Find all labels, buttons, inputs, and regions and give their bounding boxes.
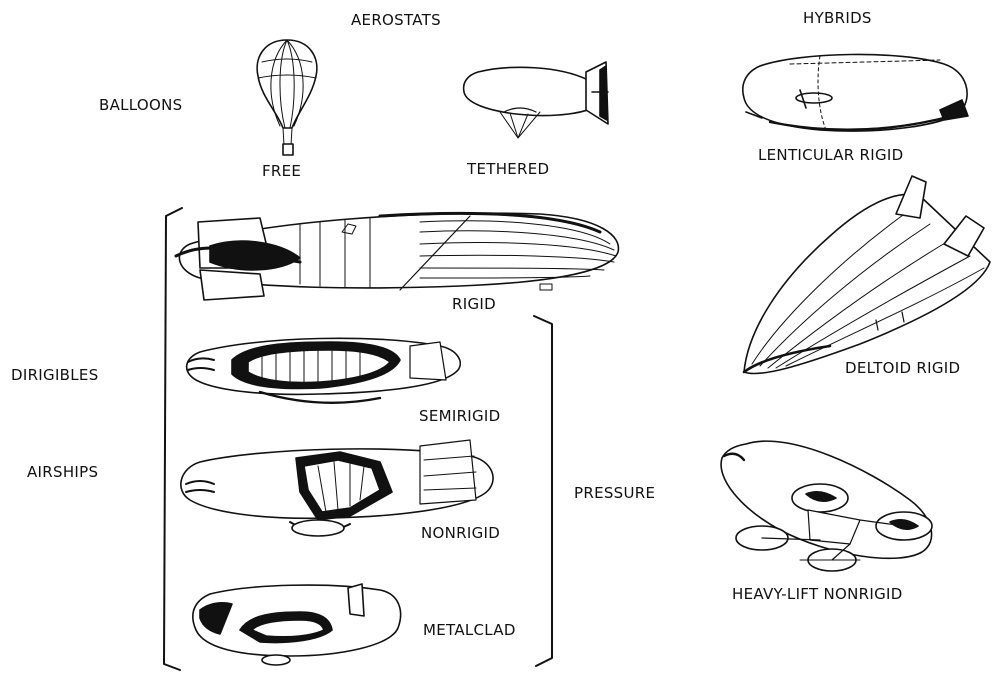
lenticular-rigid-drawing: [743, 54, 968, 131]
airships-label: AIRSHIPS: [27, 465, 98, 480]
pressure-bracket: [534, 316, 552, 666]
aerostats-header: AEROSTATS: [351, 13, 441, 28]
tethered-balloon-drawing: [464, 62, 608, 138]
dirigibles-label: DIRIGIBLES: [11, 368, 99, 383]
hybrids-header: HYBRIDS: [803, 11, 872, 26]
rigid-airship-drawing: [176, 213, 618, 300]
airships-bracket: [164, 208, 182, 670]
metalclad-airship-drawing: [193, 584, 401, 665]
heavy-lift-nonrigid-label: HEAVY-LIFT NONRIGID: [732, 587, 903, 602]
rigid-label: RIGID: [452, 297, 496, 312]
tethered-label: TETHERED: [467, 162, 549, 177]
deltoid-rigid-label: DELTOID RIGID: [845, 361, 960, 376]
semirigid-airship-drawing: [187, 338, 461, 403]
lenticular-rigid-label: LENTICULAR RIGID: [758, 148, 904, 163]
deltoid-rigid-drawing: [744, 176, 990, 374]
metalclad-label: METALCLAD: [423, 623, 516, 638]
balloons-label: BALLOONS: [99, 98, 183, 113]
nonrigid-label: NONRIGID: [421, 526, 500, 541]
heavy-lift-nonrigid-drawing: [721, 441, 932, 571]
nonrigid-airship-drawing: [181, 440, 493, 536]
semirigid-label: SEMIRIGID: [419, 409, 501, 424]
free-balloon-drawing: [257, 40, 317, 155]
pressure-label: PRESSURE: [574, 486, 655, 501]
free-label: FREE: [262, 164, 301, 179]
